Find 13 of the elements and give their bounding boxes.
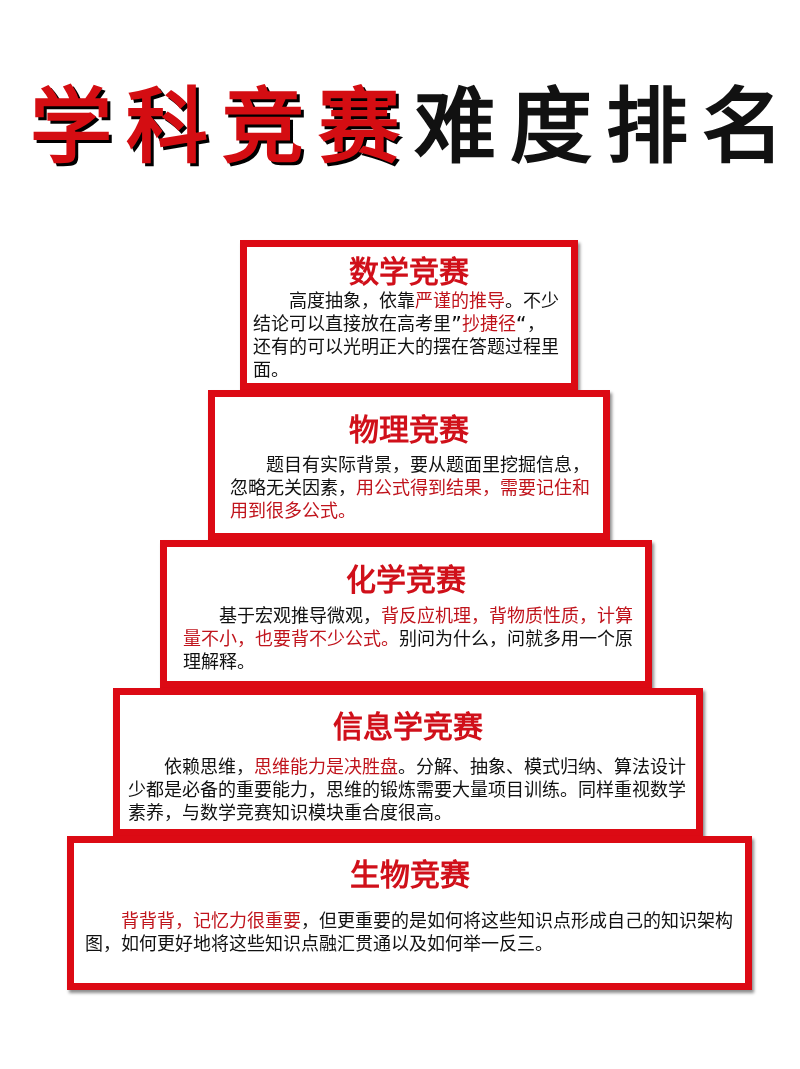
tier-description: 依赖思维，思维能力是决胜盘。分解、抽象、模式归纳、算法设计少都是必备的重要能力，思维的锻炼需要大量项目训练。同样重视数学素养，与数学竞赛知识模块重合度很高。 — [128, 755, 687, 824]
tier-description: 背背背，记忆力很重要，但更重要的是如何将这些知识点形成自己的知识架构图，如何更好地将这些知识点融汇贯通以及如何举一反三。 — [85, 909, 734, 955]
tier-description: 题目有实际背景，要从题面里挖掘信息，忽略无关因素，用公式得到结果，需要记住和用到很多公式。 — [230, 453, 591, 522]
tier-heading: 物理竞赛 — [348, 413, 470, 447]
tier-heading: 数学竞赛 — [348, 255, 470, 289]
tier-box — [240, 240, 578, 390]
tier-heading: 生物竞赛 — [348, 858, 471, 892]
tier-heading: 信息学竞赛 — [332, 710, 484, 744]
tier-heading: 化学竞赛 — [345, 563, 467, 597]
page-title: 学科竞赛难度排名 — [29, 80, 799, 174]
tier-description: 基于宏观推导微观，背反应机理，背物质性质，计算量不小，也要背不少公式。别问为什么，问就多用一个原理解释。 — [183, 604, 634, 673]
tier-description: 高度抽象，依靠严谨的推导。不少结论可以直接放在高考里”抄捷径“，还有的可以光明正大的摆在答题过程里面。 — [253, 289, 560, 381]
tier-box — [67, 836, 752, 990]
